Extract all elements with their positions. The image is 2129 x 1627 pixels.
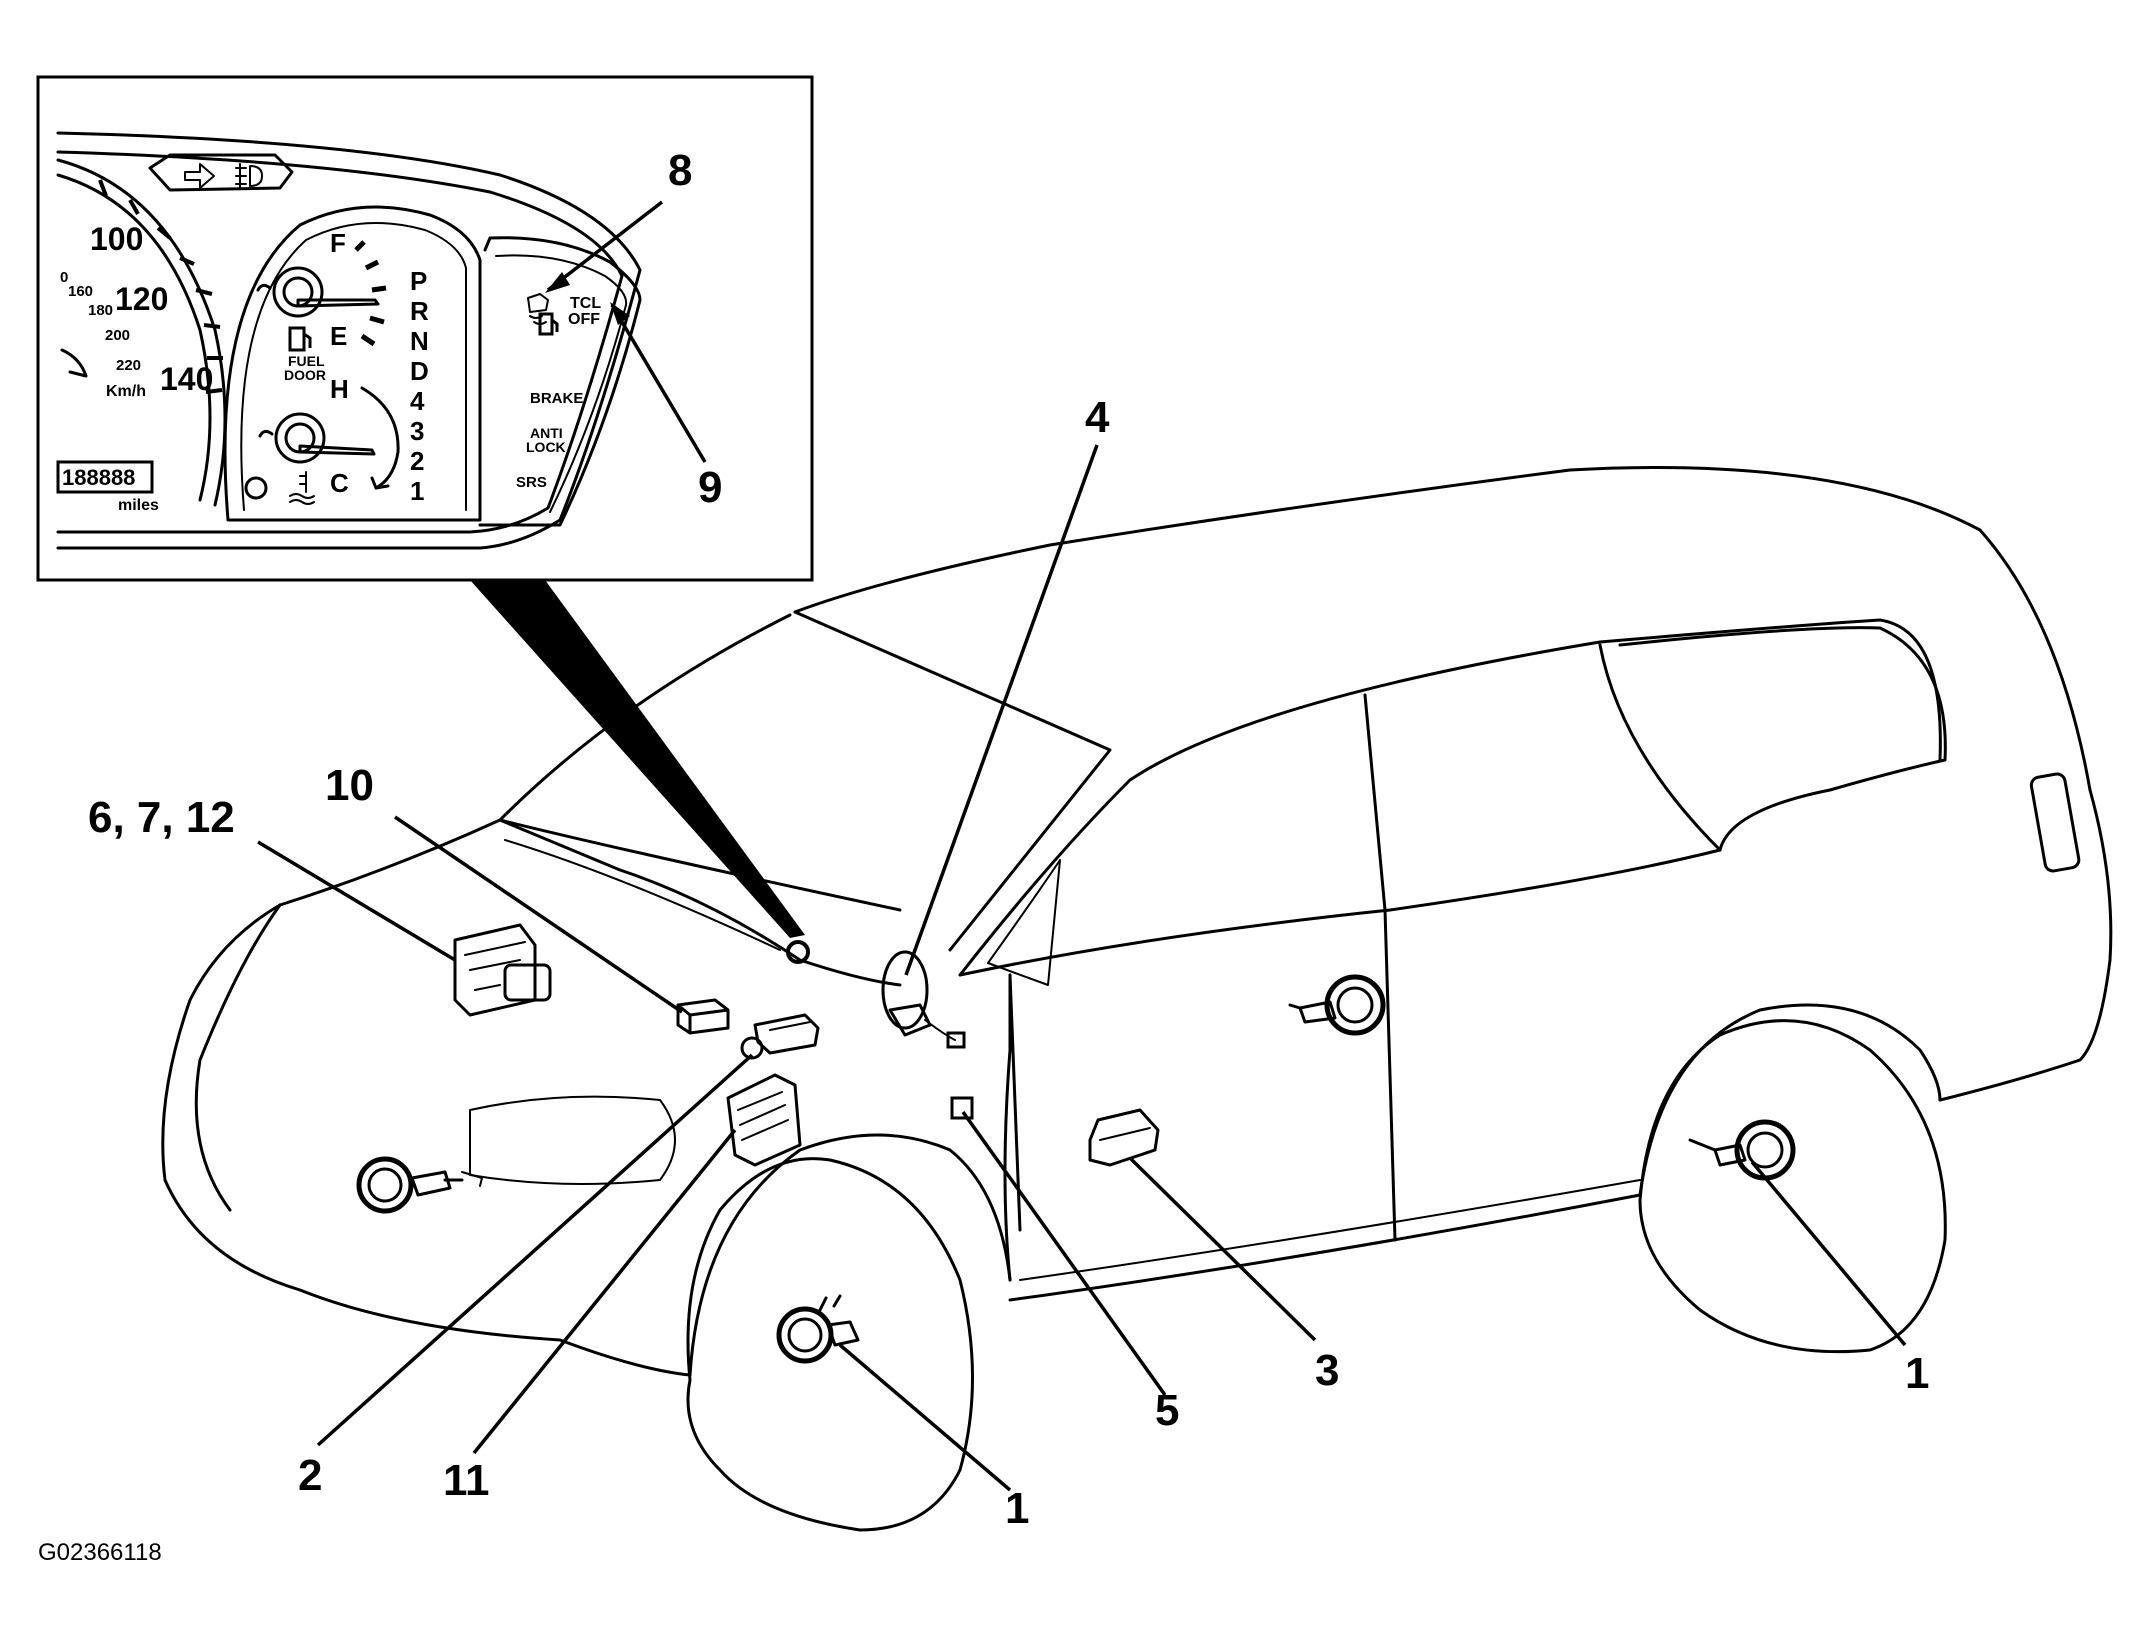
hydraulic-unit bbox=[453, 923, 552, 1017]
figure-id: G02366118 bbox=[38, 1539, 162, 1566]
window-frame-top bbox=[958, 618, 1942, 977]
instrument-cluster-inset: 100 120 140 0 160 180 200 220 Km/h 18888… bbox=[36, 75, 814, 582]
brake-label: BRAKE bbox=[530, 390, 583, 407]
fog-light-icon bbox=[235, 163, 263, 189]
callout-1-rear: 1 bbox=[1905, 1349, 1929, 1398]
odometer-display bbox=[56, 460, 154, 494]
low-fuel-icon bbox=[538, 312, 559, 336]
antilock-label-2: LOCK bbox=[526, 439, 566, 455]
g-sensor bbox=[950, 1096, 974, 1120]
fuel-gauge: F E FUEL DOOR bbox=[256, 228, 387, 383]
yaw-rate-sensor bbox=[1088, 1108, 1160, 1167]
relay-box bbox=[676, 998, 730, 1035]
callout-8: 8 bbox=[668, 146, 692, 195]
tcl-label-1: TCL bbox=[570, 295, 601, 312]
rear-tire bbox=[1638, 1019, 1947, 1354]
beltline bbox=[958, 848, 1722, 977]
windshield bbox=[793, 610, 1112, 952]
odometer-value: 188888 bbox=[62, 465, 135, 490]
gear-4: 4 bbox=[410, 386, 425, 416]
callout-5: 5 bbox=[1155, 1386, 1179, 1435]
front-body-outline bbox=[161, 818, 692, 1377]
engine-ecu bbox=[726, 1073, 802, 1167]
fuel-door-label-2: DOOR bbox=[284, 367, 326, 383]
gear-1: 1 bbox=[410, 476, 424, 506]
temp-needle bbox=[298, 444, 376, 456]
hood-crease bbox=[498, 818, 902, 987]
callout-labels: 6, 7, 12 10 4 8 9 2 11 5 3 1 1 bbox=[88, 146, 1929, 1533]
callout-6-7-12: 6, 7, 12 bbox=[88, 793, 235, 842]
rear-wheel-arch bbox=[1638, 1003, 1942, 1197]
fuel-needle bbox=[296, 298, 380, 308]
a-pillar-lower bbox=[1003, 973, 1012, 1282]
center-gauge-housing bbox=[223, 205, 482, 522]
km-label-180: 180 bbox=[88, 302, 113, 319]
vehicle-body bbox=[161, 466, 2113, 1532]
coolant-temp-icon bbox=[289, 471, 315, 505]
speed-label-120: 120 bbox=[115, 281, 168, 317]
km-label-200: 200 bbox=[105, 327, 130, 344]
steering-angle-sensor bbox=[881, 950, 966, 1049]
km-label-220: 220 bbox=[116, 357, 141, 374]
miles-unit-label: miles bbox=[118, 497, 159, 514]
fuel-full-label: F bbox=[330, 228, 346, 258]
rear-right-wheel-speed-sensor bbox=[1688, 1119, 1796, 1181]
front-lamp-housing bbox=[469, 1095, 676, 1185]
front-tire bbox=[686, 1157, 974, 1532]
speedometer: 100 120 140 0 160 180 200 220 Km/h 18888… bbox=[56, 158, 227, 514]
front-wheel-arch bbox=[688, 1133, 1012, 1377]
roof-outline bbox=[793, 466, 2092, 792]
temp-hot-label: H bbox=[330, 374, 349, 404]
callout-3: 3 bbox=[1315, 1346, 1339, 1395]
gear-2: 2 bbox=[410, 446, 424, 476]
rear-quarter-window bbox=[1618, 626, 1947, 852]
km-label-160: 160 bbox=[68, 283, 93, 300]
temp-cold-label: C bbox=[330, 468, 349, 498]
gear-p: P bbox=[410, 266, 427, 296]
front-door-rear-edge bbox=[1383, 908, 1397, 1242]
fuel-pump-icon bbox=[288, 326, 312, 352]
speed-needle-icon bbox=[60, 348, 88, 378]
leader-lines bbox=[257, 200, 1907, 1492]
tcl-label-2: OFF bbox=[568, 311, 600, 328]
srs-label: SRS bbox=[516, 474, 547, 491]
rear-left-wheel-speed-sensor bbox=[1288, 974, 1386, 1036]
speed-label-100: 100 bbox=[90, 221, 143, 257]
callout-1-front: 1 bbox=[1005, 1484, 1029, 1533]
callout-2: 2 bbox=[298, 1451, 322, 1500]
inset-pointer-cone bbox=[470, 580, 805, 938]
rear-body bbox=[1938, 788, 2113, 1102]
gear-n: N bbox=[410, 326, 429, 356]
trip-reset-knob bbox=[244, 476, 268, 500]
callout-10: 10 bbox=[325, 761, 374, 810]
gear-r: R bbox=[410, 296, 429, 326]
indicator-pod bbox=[148, 153, 294, 192]
warning-lamp-panel: TCL OFF BRAKE ANTI LOCK SRS bbox=[478, 236, 642, 527]
kmh-unit-label: Km/h bbox=[106, 383, 146, 400]
antilock-label-1: ANTI bbox=[530, 425, 563, 441]
speed-label-140: 140 bbox=[160, 361, 213, 397]
fuel-empty-label: E bbox=[330, 321, 347, 351]
hood-rear-edge bbox=[498, 818, 902, 912]
turn-signal-icon bbox=[184, 163, 215, 189]
front-right-wheel-speed-sensor bbox=[776, 1294, 860, 1364]
temp-arc bbox=[360, 386, 400, 490]
temperature-gauge: H C bbox=[244, 374, 400, 505]
gear-indicator: P R N D 4 3 2 1 bbox=[410, 266, 429, 506]
door-pillars bbox=[1363, 643, 1722, 912]
tail-lamp bbox=[2029, 772, 2081, 873]
gear-d: D bbox=[410, 356, 429, 386]
callout-9: 9 bbox=[698, 463, 722, 512]
callout-11: 11 bbox=[443, 1456, 490, 1505]
rocker-panel bbox=[1008, 1193, 1642, 1302]
km-label-0: 0 bbox=[60, 269, 68, 286]
stop-lamp-switch bbox=[740, 1013, 820, 1060]
fuel-door-label-1: FUEL bbox=[288, 353, 325, 369]
front-left-wheel-speed-sensor bbox=[356, 1156, 483, 1214]
headlamp-edge bbox=[194, 903, 282, 1212]
gear-3: 3 bbox=[410, 416, 424, 446]
vent-window bbox=[987, 859, 1061, 986]
callout-4: 4 bbox=[1085, 393, 1110, 442]
